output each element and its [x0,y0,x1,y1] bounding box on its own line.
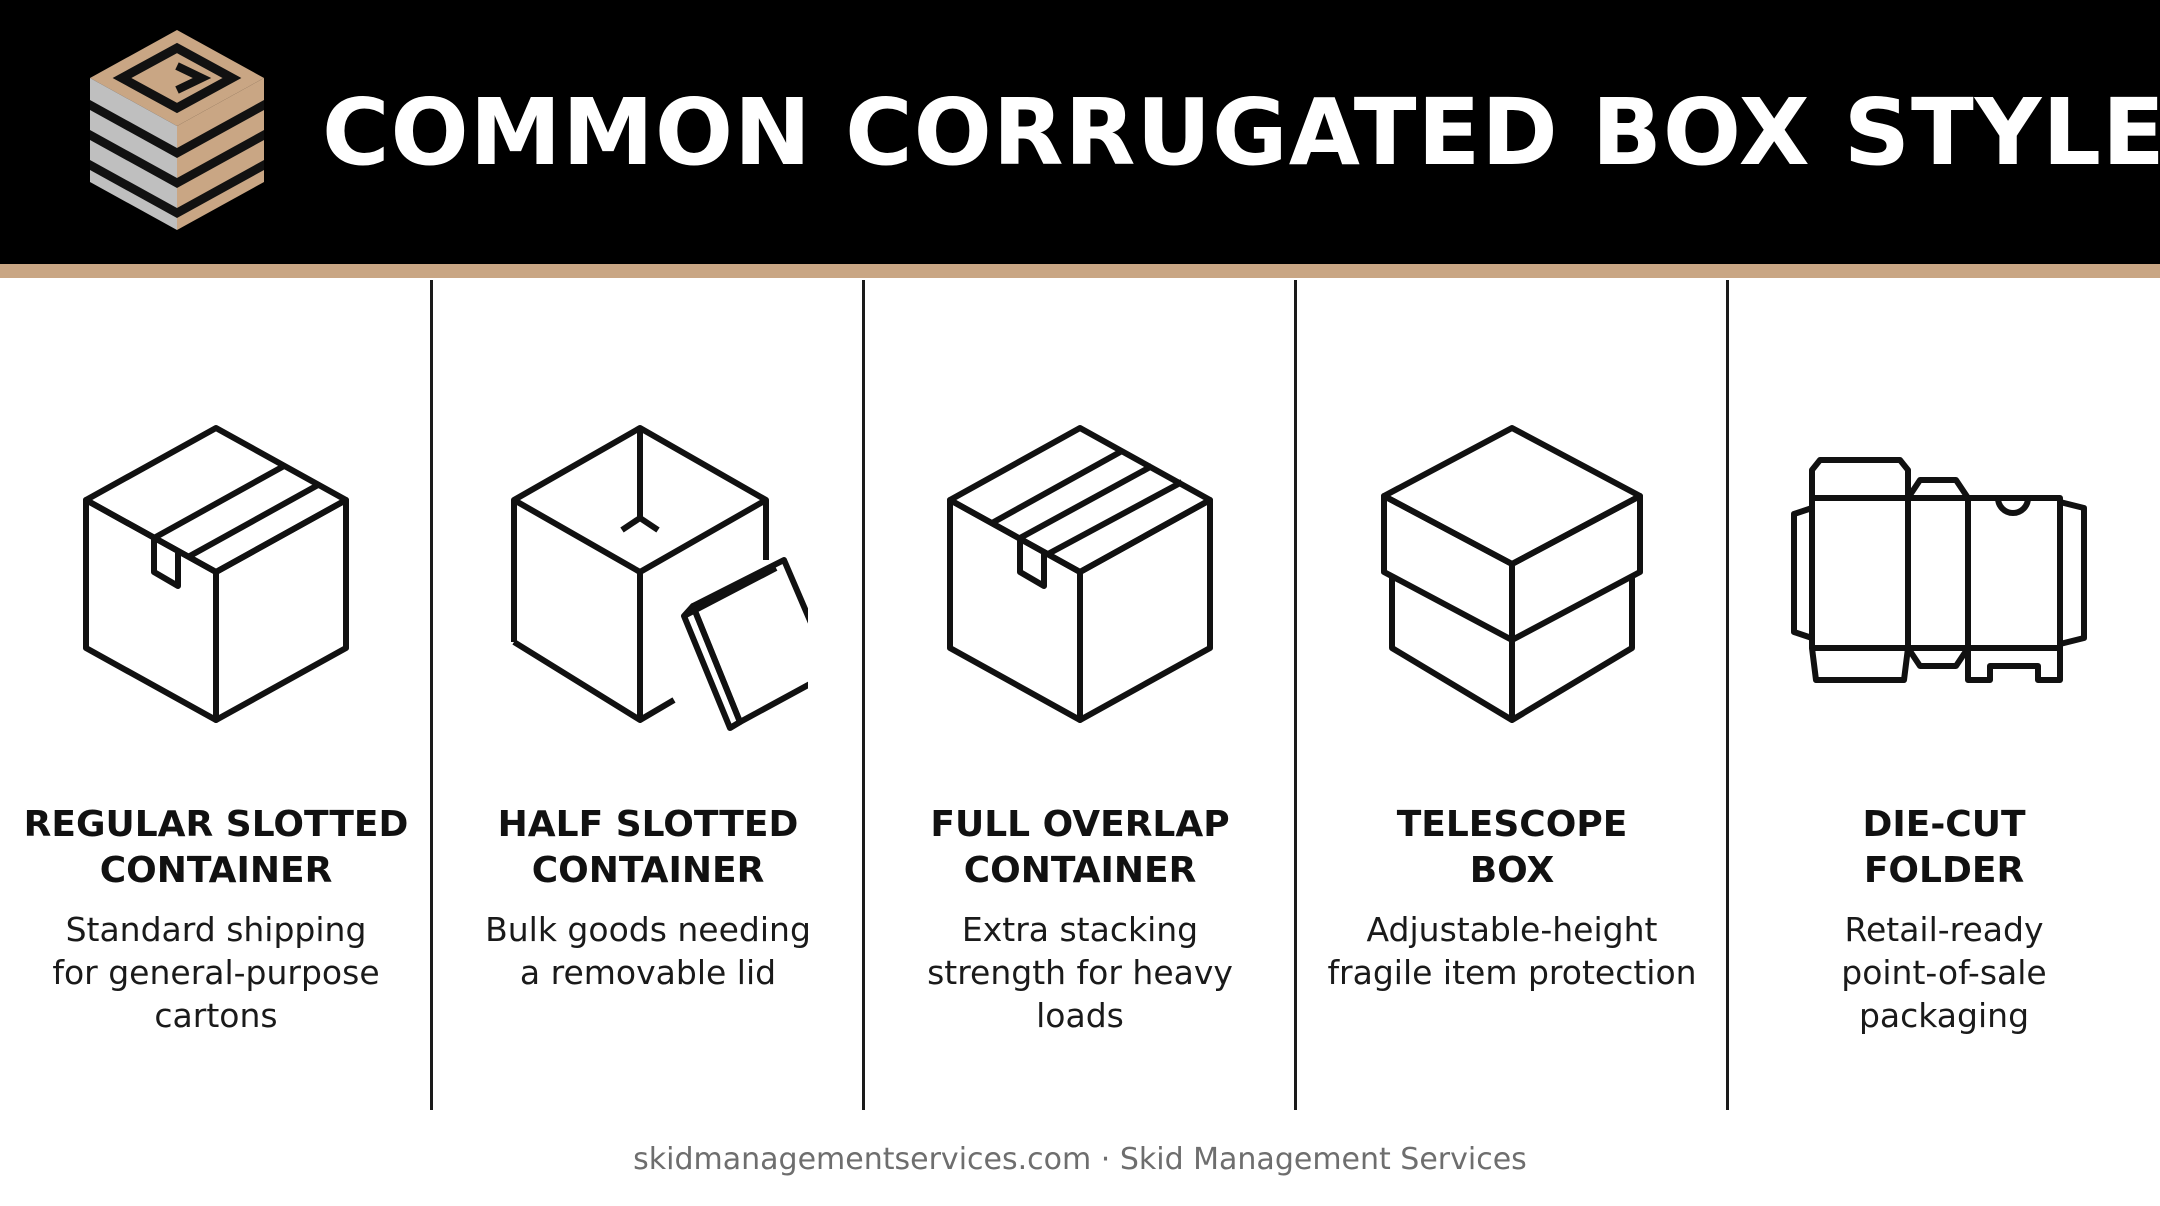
half-slotted-box-icon [511,425,808,731]
full-overlap-box-icon [947,425,1213,723]
box-style-description: Bulk goods needing a removable lid [485,910,811,992]
stacked-pallet-logo-icon [90,30,264,230]
box-style-card-full-overlap: FULL OVERLAP CONTAINER Extra stacking st… [864,280,1296,1110]
column-divider [1726,280,1729,1110]
box-style-description: Standard shipping for general-purpose ca… [52,910,380,1035]
column-divider [862,280,865,1110]
box-style-description: Retail-ready point-of-sale packaging [1841,910,2047,1035]
box-style-card-die-cut: DIE-CUT FOLDER Retail-ready point-of-sal… [1728,280,2160,1110]
box-style-title: REGULAR SLOTTED CONTAINER [23,804,409,891]
box-style-title: DIE-CUT FOLDER [1862,804,2026,891]
footer-credit: skidmanagementservices.com · Skid Manage… [633,1142,1527,1177]
box-style-title: HALF SLOTTED CONTAINER [497,804,799,891]
die-cut-folder-icon [1791,457,2087,683]
box-style-description: Adjustable-height fragile item protectio… [1327,910,1697,992]
column-divider [430,280,433,1110]
header-bar: COMMON CORRUGATED BOX STYLES [0,0,2160,264]
telescope-box-icon [1381,425,1643,723]
box-style-title: TELESCOPE BOX [1396,804,1628,891]
regular-slotted-box-icon [83,425,349,723]
box-style-card-telescope: TELESCOPE BOX Adjustable-height fragile … [1296,280,1728,1110]
box-style-card-half-slotted: HALF SLOTTED CONTAINER Bulk goods needin… [432,280,864,1110]
column-divider [1294,280,1297,1110]
box-style-card-regular-slotted: REGULAR SLOTTED CONTAINER Standard shipp… [0,280,432,1110]
page-title: COMMON CORRUGATED BOX STYLES [322,79,2160,186]
box-style-description: Extra stacking strength for heavy loads [927,910,1233,1035]
accent-bar [0,264,2160,278]
box-style-title: FULL OVERLAP CONTAINER [930,804,1230,891]
